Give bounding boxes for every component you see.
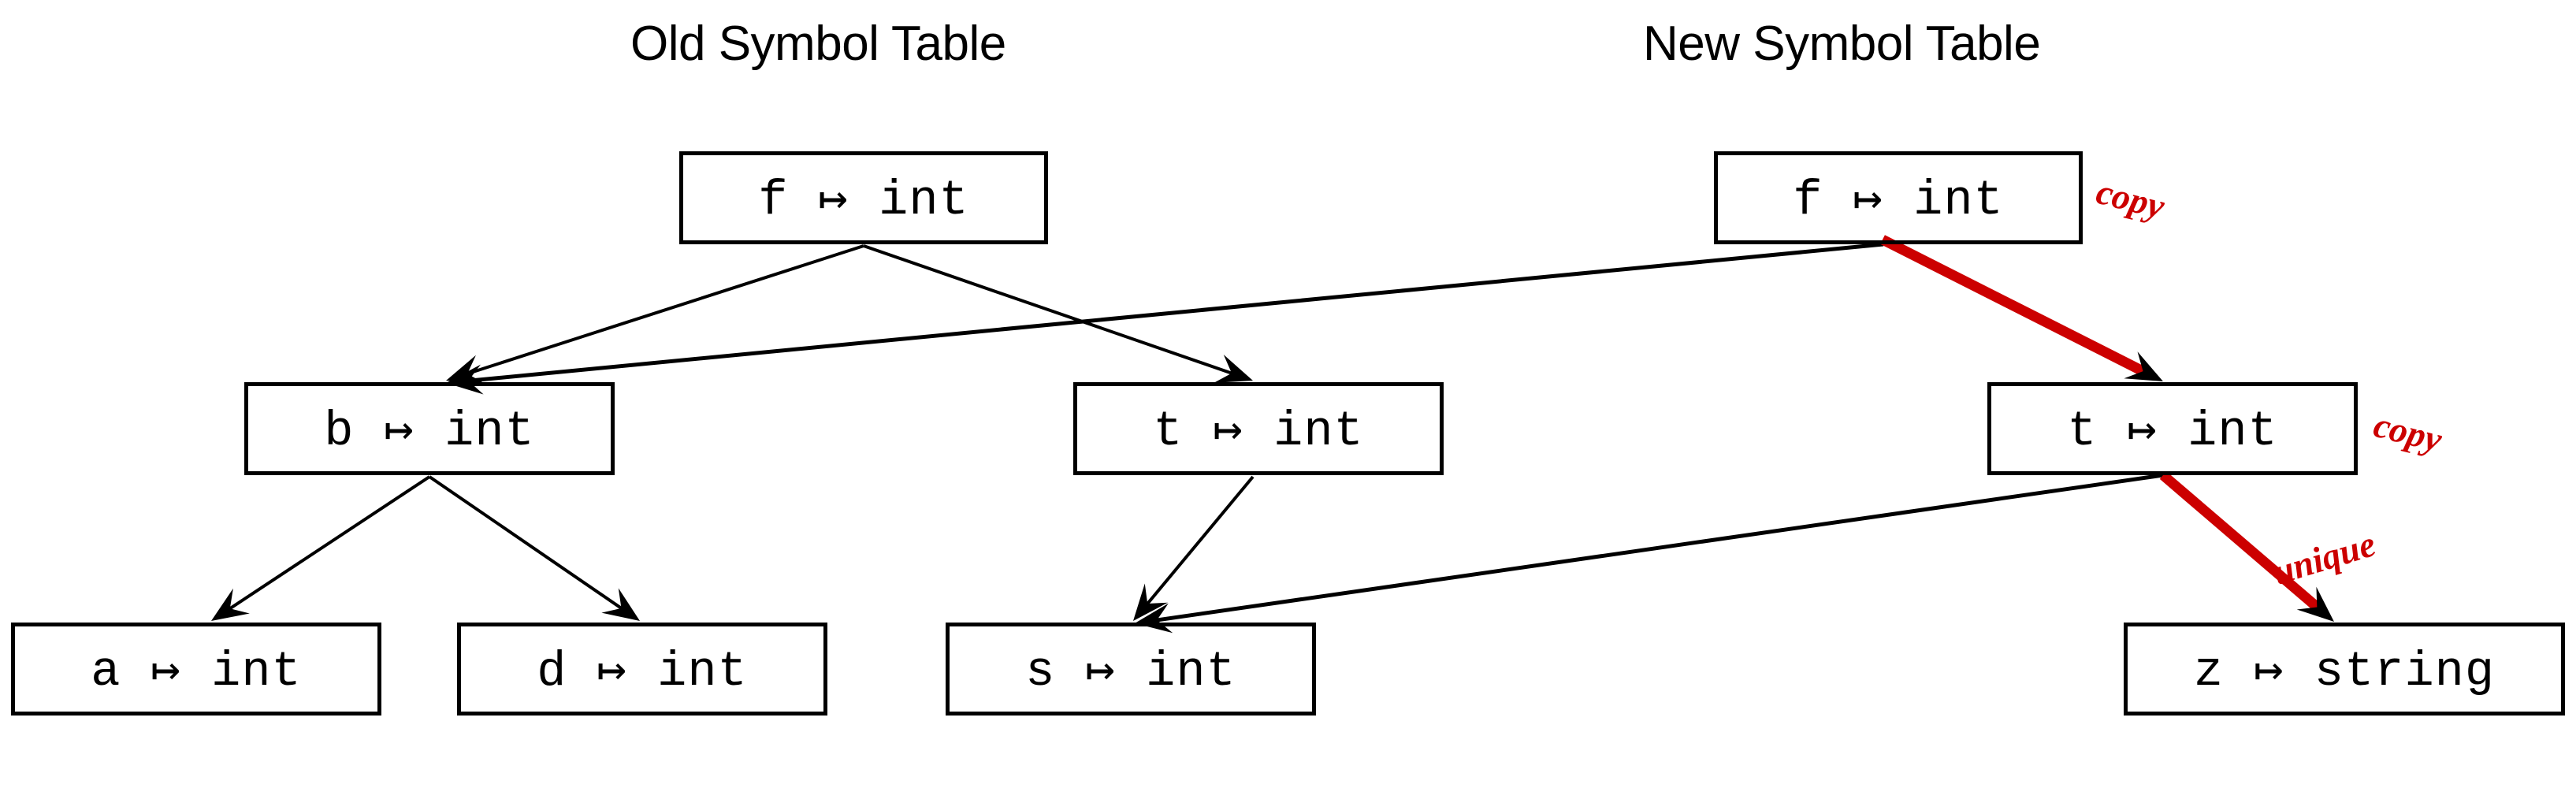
- edge-new-t-to-new-z: [2159, 471, 2322, 613]
- arrowhead-new-t-to-new-z: [2296, 586, 2334, 622]
- edge-old-f-to-old-b: [465, 244, 864, 376]
- node-old-t[interactable]: t ↦ int: [1073, 382, 1444, 475]
- edge-new-f-to-old-b: [466, 242, 1884, 383]
- node-old-s[interactable]: s ↦ int: [946, 623, 1316, 716]
- node-old-f[interactable]: f ↦ int: [679, 151, 1048, 244]
- node-new-z[interactable]: z ↦ string: [2124, 623, 2565, 716]
- node-new-f[interactable]: f ↦ int: [1714, 151, 2083, 244]
- arrowhead-old-t-to-old-s: [1133, 583, 1169, 621]
- edge-old-f-to-old-t: [863, 244, 1235, 376]
- node-new-t[interactable]: t ↦ int: [1987, 382, 2358, 475]
- edge-new-t-to-old-s: [1154, 473, 2164, 623]
- edge-old-b-to-old-a: [227, 475, 431, 611]
- arrowhead-new-f-to-new-t: [2124, 351, 2163, 381]
- old-symbol-table-title: Old Symbol Table: [630, 17, 1006, 71]
- arrowhead-new-f-to-old-b: [446, 364, 484, 395]
- node-old-a[interactable]: a ↦ int: [11, 623, 381, 716]
- arrowhead-old-f-to-old-t: [1214, 354, 1253, 383]
- arrowhead-old-b-to-old-a: [211, 588, 250, 621]
- edge-old-t-to-old-s: [1145, 475, 1255, 607]
- new-symbol-table-title: New Symbol Table: [1643, 17, 2041, 71]
- node-old-b[interactable]: b ↦ int: [244, 382, 615, 475]
- edge-new-f-to-new-t: [1880, 235, 2147, 377]
- node-old-d[interactable]: d ↦ int: [457, 623, 827, 716]
- arrowhead-old-f-to-old-b: [446, 355, 485, 384]
- edge-old-b-to-old-d: [428, 475, 624, 611]
- arrowhead-old-b-to-old-d: [601, 588, 640, 621]
